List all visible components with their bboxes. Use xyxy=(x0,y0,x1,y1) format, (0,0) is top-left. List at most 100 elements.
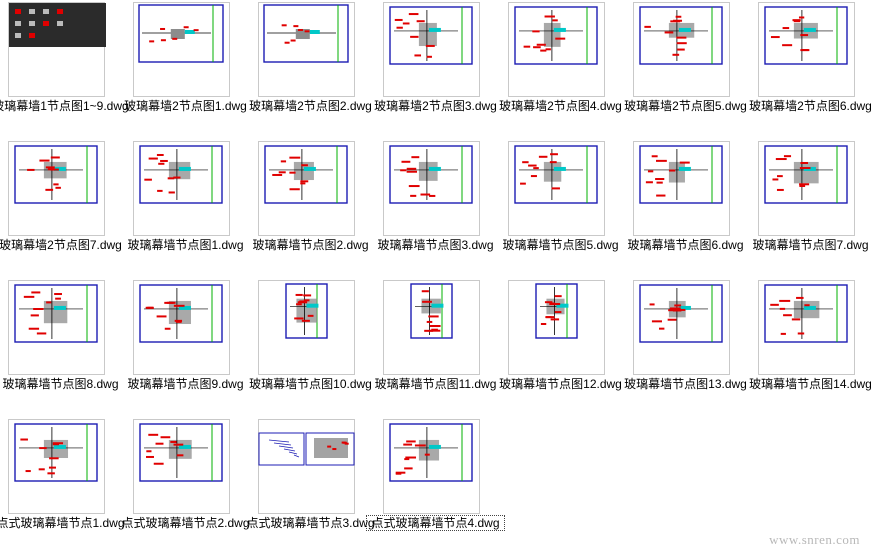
dwg-thumbnail[interactable] xyxy=(383,141,480,236)
dwg-thumbnail[interactable] xyxy=(383,280,480,375)
file-item[interactable]: 玻璃幕墙2节点图5.dwg xyxy=(624,0,750,139)
file-name-label[interactable]: 玻璃幕墙节点图13.dwg xyxy=(624,377,747,391)
file-item[interactable]: 玻璃幕墙节点图8.dwg xyxy=(0,278,125,417)
file-item[interactable]: 玻璃幕墙节点图13.dwg xyxy=(624,278,750,417)
file-item[interactable]: 玻璃幕墙2节点图6.dwg xyxy=(749,0,875,139)
dwg-thumbnail[interactable] xyxy=(508,280,605,375)
dwg-thumbnail[interactable] xyxy=(508,2,605,97)
file-item[interactable]: 玻璃幕墙节点图6.dwg xyxy=(625,139,750,278)
cad-drawing-preview xyxy=(639,145,723,204)
dwg-thumbnail[interactable] xyxy=(758,141,855,236)
dwg-thumbnail[interactable] xyxy=(8,2,106,97)
dwg-thumbnail[interactable] xyxy=(633,280,730,375)
dwg-thumbnail[interactable] xyxy=(133,419,230,514)
cad-drawing-preview xyxy=(138,4,224,63)
dwg-thumbnail[interactable] xyxy=(383,419,480,514)
file-item[interactable]: 玻璃幕墙节点图3.dwg xyxy=(375,139,500,278)
file-item[interactable]: 玻璃幕墙2节点图3.dwg xyxy=(374,0,500,139)
dwg-thumbnail[interactable] xyxy=(258,2,355,97)
file-item[interactable]: 点式玻璃幕墙节点1.dwg xyxy=(0,417,125,556)
cad-drawing-preview xyxy=(764,145,848,204)
cad-drawing-preview xyxy=(139,284,223,343)
cad-drawing-preview xyxy=(639,284,723,343)
file-item[interactable]: 玻璃幕墙节点图12.dwg xyxy=(499,278,625,417)
dwg-thumbnail[interactable] xyxy=(8,141,105,236)
cad-drawing-preview xyxy=(389,145,473,204)
cad-drawing-preview xyxy=(14,284,98,343)
dwg-thumbnail[interactable] xyxy=(133,280,230,375)
dwg-thumbnail[interactable] xyxy=(133,2,230,97)
dwg-thumbnail[interactable] xyxy=(508,141,605,236)
file-item[interactable]: 玻璃幕墙节点图2.dwg xyxy=(250,139,375,278)
cad-drawing-preview xyxy=(389,423,473,482)
file-name-label[interactable]: 玻璃幕墙节点图7.dwg xyxy=(752,238,869,252)
file-item[interactable]: 玻璃幕墙节点图9.dwg xyxy=(125,278,250,417)
file-name-label[interactable]: 玻璃幕墙节点图9.dwg xyxy=(127,377,244,391)
dwg-thumbnail[interactable] xyxy=(758,280,855,375)
file-item[interactable]: 点式玻璃幕墙节点3.dwg xyxy=(246,417,375,556)
watermark-text: www.snren.com xyxy=(769,532,860,547)
cad-drawing-preview xyxy=(14,423,98,482)
file-name-label[interactable]: 点式玻璃幕墙节点4.dwg xyxy=(366,515,505,531)
file-name-label[interactable]: 玻璃幕墙节点图8.dwg xyxy=(2,377,119,391)
dwg-thumbnail[interactable] xyxy=(258,141,355,236)
file-item[interactable]: 玻璃幕墙节点图14.dwg xyxy=(749,278,875,417)
file-name-label[interactable]: 玻璃幕墙节点图3.dwg xyxy=(377,238,494,252)
file-item[interactable]: 玻璃幕墙2节点图4.dwg xyxy=(499,0,625,139)
file-item[interactable]: 玻璃幕墙节点图5.dwg xyxy=(500,139,625,278)
file-name-label[interactable]: 玻璃幕墙节点图6.dwg xyxy=(627,238,744,252)
cad-drawing-preview xyxy=(139,423,223,482)
dwg-thumbnail[interactable] xyxy=(8,280,105,375)
file-item[interactable]: 玻璃幕墙1节点图1~9.dwg xyxy=(0,0,129,139)
file-item[interactable]: 玻璃幕墙节点图10.dwg xyxy=(249,278,375,417)
file-item[interactable]: 玻璃幕墙2节点图1.dwg xyxy=(124,0,250,139)
cad-drawing-preview xyxy=(263,4,349,63)
dwg-thumbnail[interactable] xyxy=(258,419,355,514)
file-name-label[interactable]: 玻璃幕墙节点图10.dwg xyxy=(249,377,372,391)
file-name-label[interactable]: 点式玻璃幕墙节点3.dwg xyxy=(246,516,375,530)
file-name-label[interactable]: 玻璃幕墙2节点图2.dwg xyxy=(249,99,372,113)
file-item[interactable]: 玻璃幕墙节点图1.dwg xyxy=(125,139,250,278)
cad-drawing-preview xyxy=(285,283,328,339)
cad-drawing-preview xyxy=(535,283,578,339)
file-item[interactable]: 点式玻璃幕墙节点2.dwg xyxy=(121,417,250,556)
file-item[interactable]: 玻璃幕墙2节点图2.dwg xyxy=(249,0,375,139)
file-name-label[interactable]: 玻璃幕墙1节点图1~9.dwg xyxy=(0,99,129,113)
file-name-label[interactable]: 玻璃幕墙2节点图3.dwg xyxy=(374,99,497,113)
dwg-thumbnail[interactable] xyxy=(8,419,105,514)
file-name-label[interactable]: 点式玻璃幕墙节点2.dwg xyxy=(121,516,250,530)
file-name-label[interactable]: 玻璃幕墙2节点图4.dwg xyxy=(499,99,622,113)
dwg-thumbnail[interactable] xyxy=(258,280,355,375)
file-name-label[interactable]: 玻璃幕墙节点图2.dwg xyxy=(252,238,369,252)
dwg-thumbnail[interactable] xyxy=(758,2,855,97)
file-name-label[interactable]: 玻璃幕墙2节点图7.dwg xyxy=(0,238,122,252)
cad-drawing-preview xyxy=(14,145,98,204)
cad-drawing-preview xyxy=(764,6,848,65)
file-name-label[interactable]: 玻璃幕墙节点图12.dwg xyxy=(499,377,622,391)
cad-drawing-preview xyxy=(258,432,355,466)
dwg-thumbnail[interactable] xyxy=(633,2,730,97)
file-name-label[interactable]: 点式玻璃幕墙节点1.dwg xyxy=(0,516,125,530)
file-name-label[interactable]: 玻璃幕墙2节点图6.dwg xyxy=(749,99,872,113)
file-item[interactable]: 玻璃幕墙节点图7.dwg xyxy=(750,139,875,278)
dwg-thumbnail[interactable] xyxy=(133,141,230,236)
file-name-label[interactable]: 玻璃幕墙节点图5.dwg xyxy=(502,238,619,252)
file-name-label[interactable]: 玻璃幕墙节点图14.dwg xyxy=(749,377,872,391)
cad-drawing-preview xyxy=(264,145,348,204)
file-name-label[interactable]: 玻璃幕墙节点图11.dwg xyxy=(374,377,497,391)
cad-drawing-preview xyxy=(514,145,598,204)
file-item[interactable]: 玻璃幕墙节点图11.dwg xyxy=(375,278,500,417)
file-item[interactable]: 点式玻璃幕墙节点4.dwg xyxy=(366,417,505,556)
file-item[interactable]: 玻璃幕墙2节点图7.dwg xyxy=(0,139,125,278)
file-name-label[interactable]: 玻璃幕墙节点图1.dwg xyxy=(127,238,244,252)
dwg-thumbnail[interactable] xyxy=(383,2,480,97)
file-name-label[interactable]: 玻璃幕墙2节点图1.dwg xyxy=(124,99,247,113)
cad-drawing-preview xyxy=(514,6,598,65)
cad-drawing-preview xyxy=(639,6,723,65)
cad-drawing-preview xyxy=(9,3,106,47)
cad-drawing-preview xyxy=(410,283,453,339)
file-name-label[interactable]: 玻璃幕墙2节点图5.dwg xyxy=(624,99,747,113)
dwg-thumbnail[interactable] xyxy=(633,141,730,236)
cad-drawing-preview xyxy=(764,284,848,343)
